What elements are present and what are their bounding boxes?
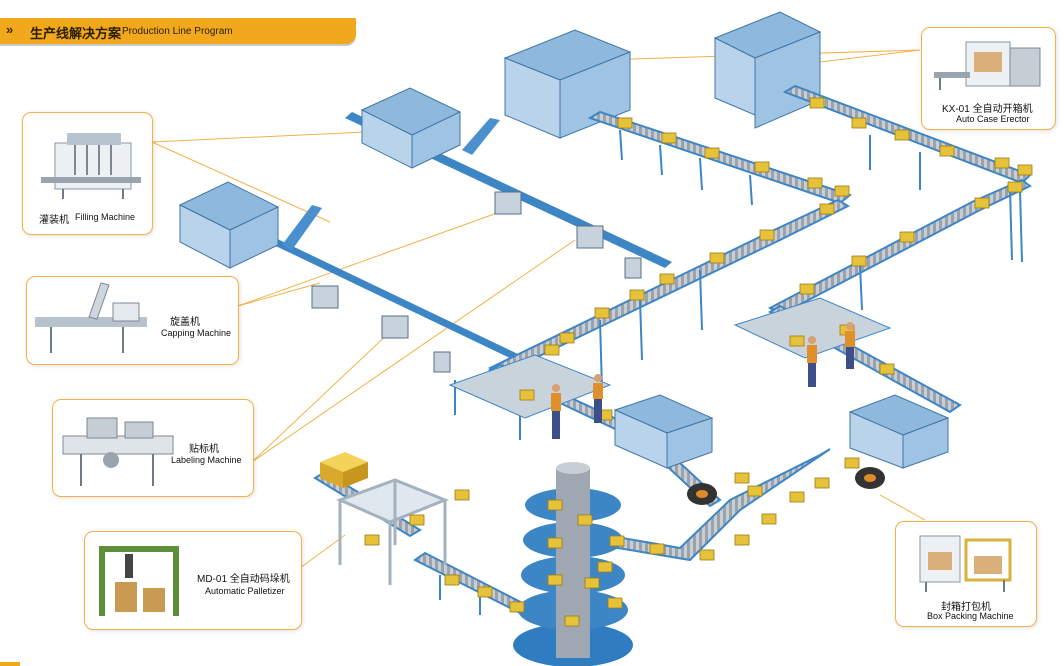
packing-table-left xyxy=(448,354,612,419)
double-chevron-icon: » xyxy=(6,22,13,37)
conveyor-supports xyxy=(439,129,1023,615)
labeling-label-cn: 贴标机 xyxy=(189,444,219,455)
packing-table-right xyxy=(733,297,892,359)
box-packing-thumbnail xyxy=(919,535,1012,592)
page-corner-mark xyxy=(0,662,20,666)
palletizer-label-en: Automatic Palletizer xyxy=(205,586,285,596)
boxes xyxy=(364,97,1033,627)
capping-label-cn: 旋盖机 xyxy=(170,317,200,328)
filling-label-en: Filling Machine xyxy=(75,212,136,222)
box-sealer-right xyxy=(848,394,950,469)
callout-labeling-machine: 贴标机 Labeling Machine xyxy=(52,399,254,497)
case-erector-cabin-right xyxy=(713,11,822,129)
banner-bar xyxy=(0,18,356,44)
strapping-machine-right xyxy=(855,467,885,489)
case-erector-label-cn: KX-01 全自动开箱机 xyxy=(942,104,1033,115)
palletizer-thumbnail xyxy=(99,546,179,616)
banner-title-cn: 生产线解决方案 xyxy=(30,26,122,41)
capping-machine-thumbnail xyxy=(35,282,147,353)
pallet-stack xyxy=(320,452,368,488)
callout-case-erector: KX-01 全自动开箱机 Auto Case Erector xyxy=(921,27,1056,130)
filling-machine-thumbnail xyxy=(41,133,141,199)
labeling-label-en: Labeling Machine xyxy=(171,455,242,465)
header-banner: » 生产线解决方案 Production Line Program xyxy=(0,18,356,44)
capping-unit-lower xyxy=(311,285,451,373)
workers xyxy=(551,322,855,439)
filling-machine-lower xyxy=(178,181,322,269)
callout-palletizer: MD-01 全自动码垛机 Automatic Palletizer xyxy=(84,531,302,630)
filling-machine-upper xyxy=(360,87,500,169)
callout-box-packing: 封箱打包机 Box Packing Machine xyxy=(895,521,1037,627)
spiral-conveyor xyxy=(513,462,633,666)
palletizer-label-cn: MD-01 全自动码垛机 xyxy=(197,574,290,585)
callout-filling-machine: 灌装机 Filling Machine xyxy=(22,112,153,235)
banner-title-en: Production Line Program xyxy=(122,26,233,37)
palletizer-frame xyxy=(335,478,450,585)
labeling-machine-thumbnail xyxy=(62,417,174,486)
strapping-machine-left xyxy=(687,483,717,505)
box-packing-label-en: Box Packing Machine xyxy=(927,611,1014,621)
box-packing-label-cn: 封箱打包机 xyxy=(941,602,991,613)
case-erector-thumbnail xyxy=(934,41,1041,90)
capping-label-en: Capping Machine xyxy=(161,328,232,338)
filling-label-cn: 灌装机 xyxy=(39,215,69,226)
callout-capping-machine: 旋盖机 Capping Machine xyxy=(26,276,239,365)
capping-unit-upper xyxy=(494,191,642,279)
box-sealer-left xyxy=(613,394,714,469)
case-erector-label-en: Auto Case Erector xyxy=(956,114,1030,124)
